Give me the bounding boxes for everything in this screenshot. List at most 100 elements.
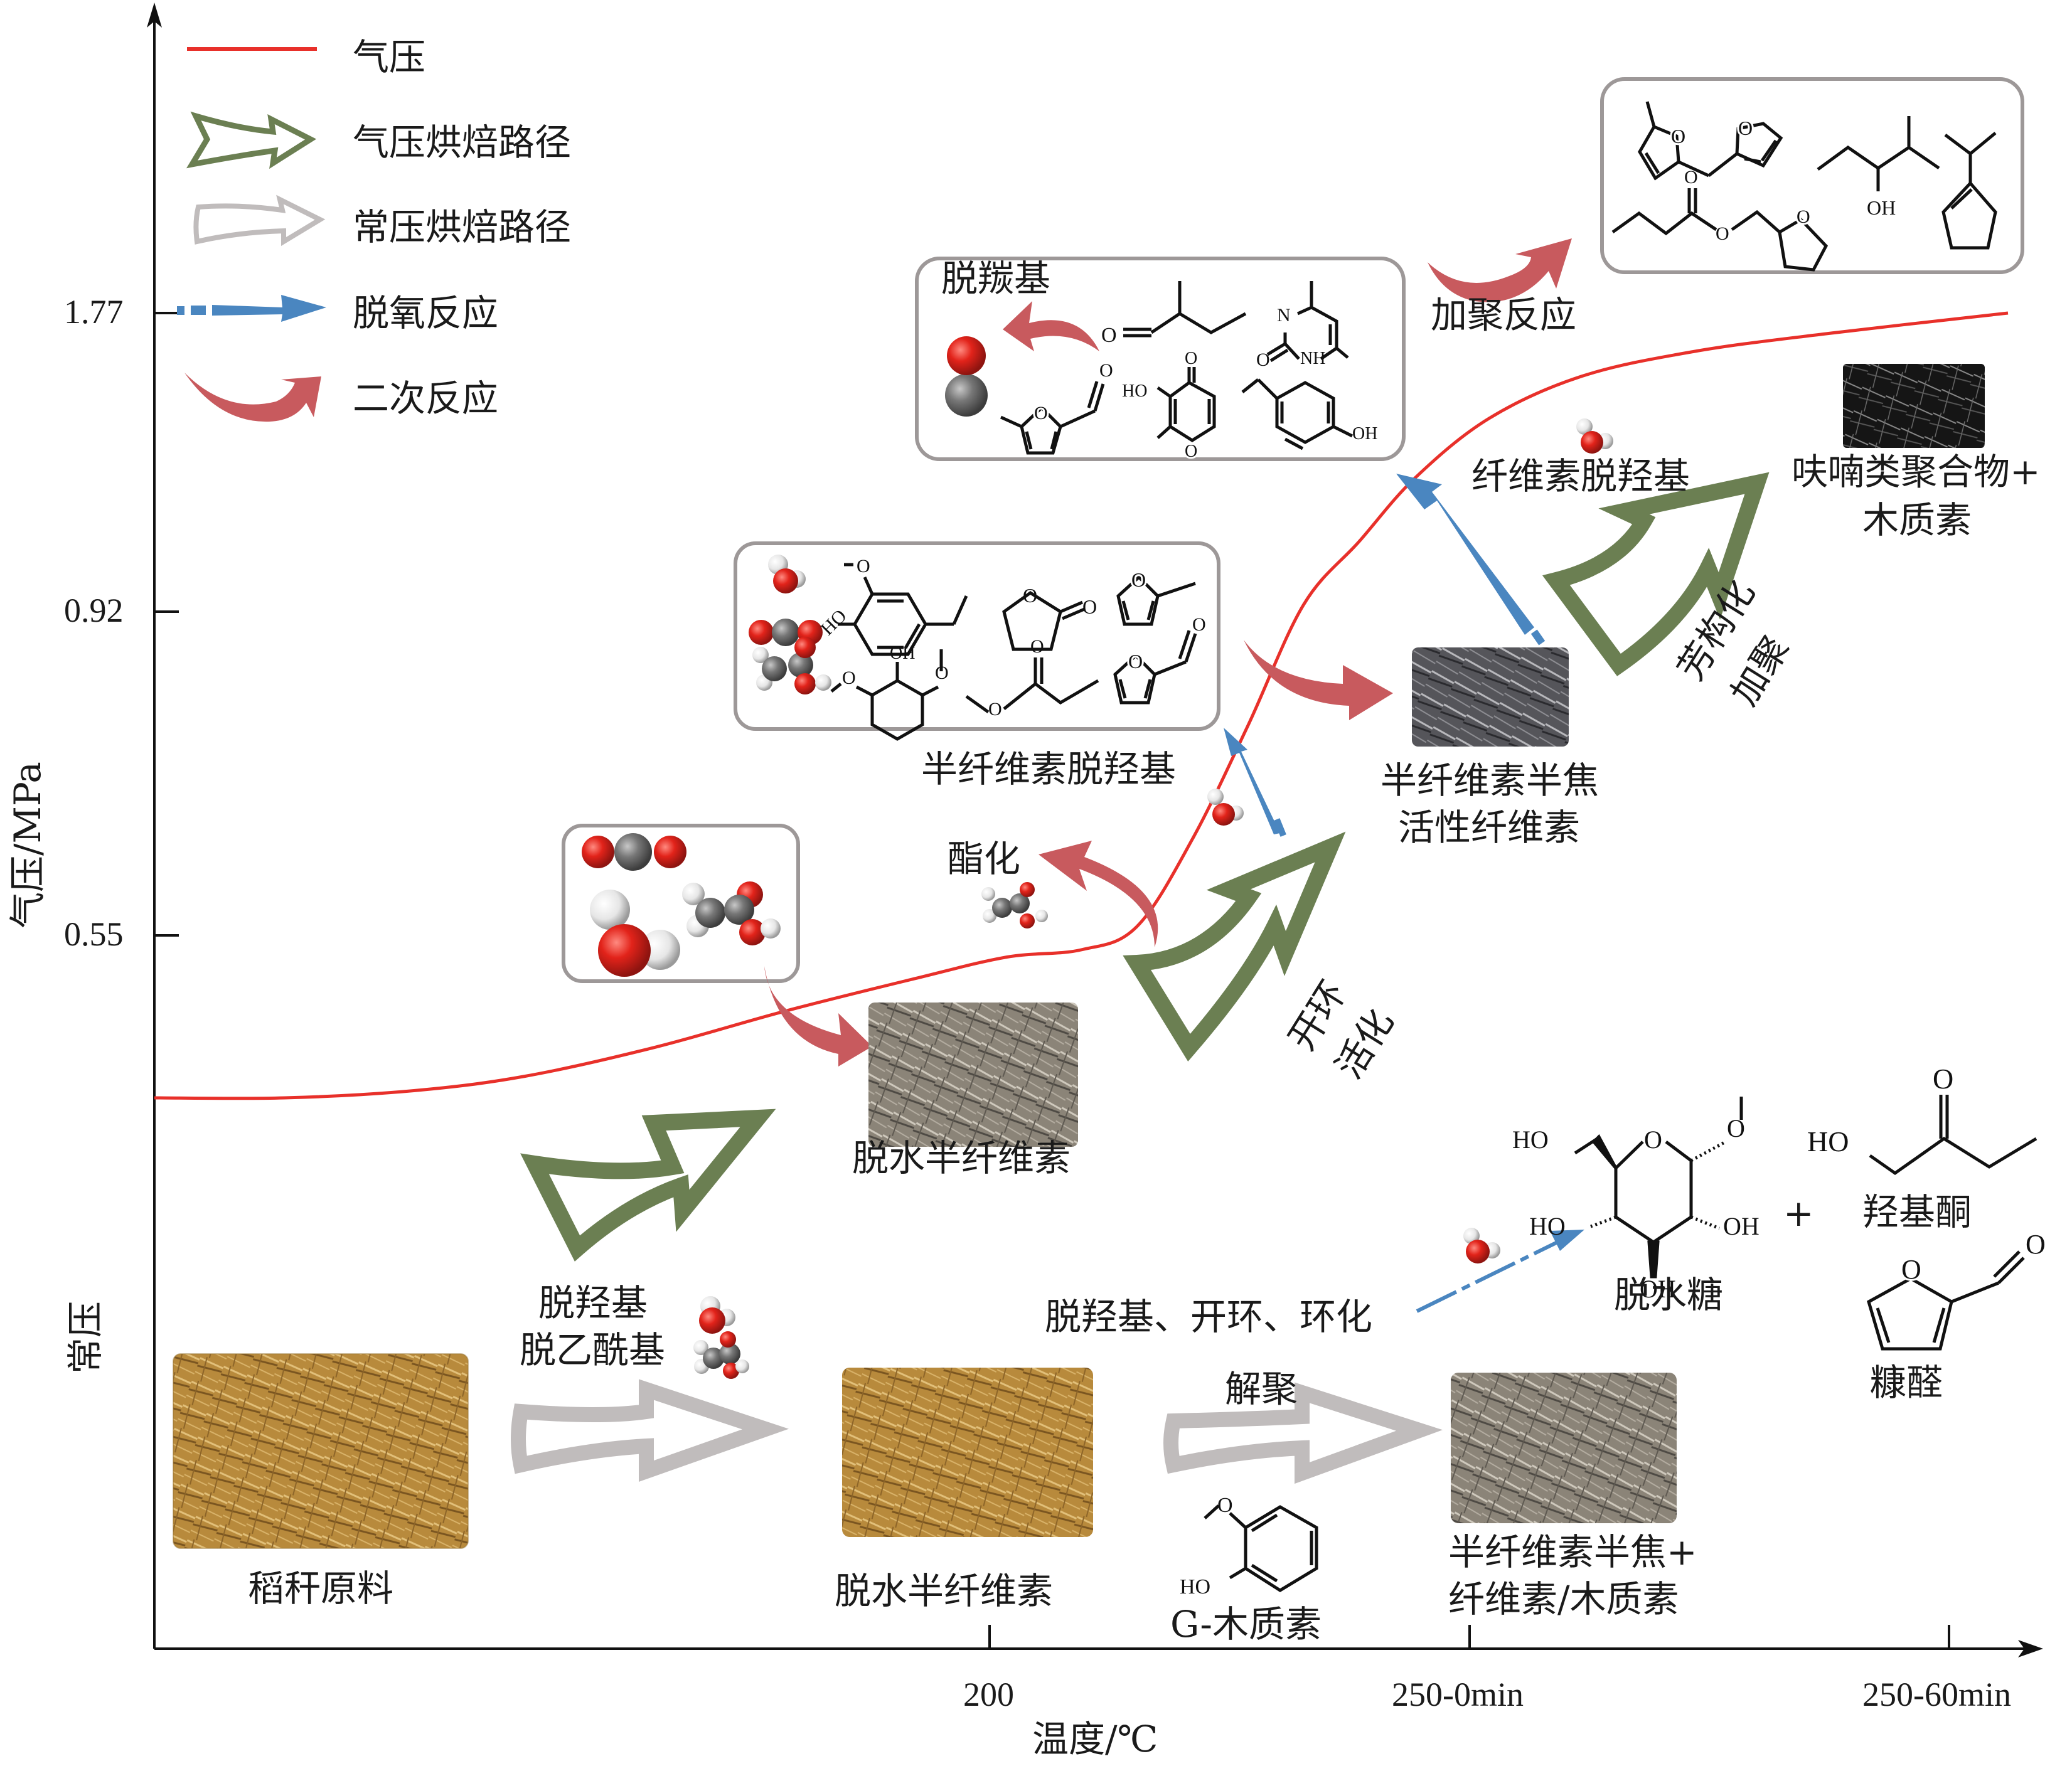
svg-text:O: O [1099,360,1113,381]
atmospheric-path-arrow-2 [1163,1382,1443,1484]
label-dehydroxyl-ring-opening-cyclization: 脱羟基、开环、环化 [1045,1295,1373,1338]
y-tick-label-092: 0.92 [64,592,124,629]
svg-text:OH: OH [1723,1212,1760,1240]
dehydrated-hemicellulose-bale-bottom-image [842,1368,1093,1537]
svg-text:OH: OH [1867,196,1896,219]
x-axis-title: 温度/℃ [1032,1718,1158,1760]
svg-text:O: O [1185,442,1197,461]
svg-text:HO: HO [1512,1125,1549,1154]
polymerization-products-box: O O OH O O O [1600,77,2024,274]
deoxygenation-arrow-1 [1224,728,1286,837]
isopropylcyclopentene-structure [1941,132,1997,250]
legend-label-pressure: 气压 [353,36,426,78]
guaiacol-structure: O HO [1180,1494,1318,1598]
pyrimidinone-structure: N NH O [1256,281,1349,370]
water-molecule-icon-2 [1207,789,1244,826]
label-polymerization-reaction: 加聚反应 [1431,294,1577,336]
svg-text:O: O [1738,117,1753,139]
svg-text:O: O [1933,1063,1953,1095]
anhydro-sugar-structure: O O HO HO OH OH [1512,1097,1760,1303]
svg-text:HO: HO [1807,1125,1849,1157]
deoxygenation-arrow-3 [1416,1230,1584,1313]
esterification-curved-arrow [1039,841,1158,947]
y-axis-title: 气压/MPa [6,762,49,928]
svg-text:O: O [2026,1229,2046,1260]
y-axis [147,3,179,1649]
decarbonylation-box: O N NH O O O [915,257,1406,463]
label-anhydro-sugar: 脱水糖 [1614,1274,1724,1316]
polymerization-curved-arrow [1428,238,1572,302]
svg-text:O: O [857,556,870,577]
svg-text:O: O [1034,403,1048,423]
atmospheric-path-arrow-1 [511,1379,789,1482]
pressurized-path-arrow-3 [1542,472,1770,676]
svg-text:O: O [1185,349,1197,368]
x-tick-label-200: 200 [963,1676,1014,1713]
dehydrated-hemicellulose-bale-top-image [868,1003,1078,1147]
secondary-reaction-arrow-1 [764,966,872,1067]
difurylmethane-structure: O O [1638,101,1783,181]
hemicellulose-semichar-bale-bottom-image [1451,1373,1677,1523]
x-tick-label-250-0min: 250-0min [1392,1676,1524,1713]
label-decarbonylation: 脱羰基 [941,257,1051,300]
label-g-lignin: G-木质素 [1170,1603,1322,1646]
methylbutanal-structure: O [1101,281,1247,347]
y-tick-label-055: 0.55 [64,915,124,953]
decarbonylation-curved-arrow [1003,301,1099,351]
svg-text:O: O [988,699,1002,720]
svg-text:O: O [842,668,856,688]
acetic-acid-molecule-icon [682,881,781,945]
svg-text:HO: HO [1529,1212,1566,1240]
legend-label-atmospheric-path: 常压烘焙路径 [353,206,572,248]
water-molecule-icon-3 [1576,418,1613,454]
svg-text:O: O [1797,206,1810,227]
svg-text:O: O [1671,125,1685,147]
hydroxy-ketone-structure: O HO [1807,1063,2037,1176]
label-depolymerization: 解聚 [1225,1368,1298,1410]
label-cellulose-dehydroxylation: 纤维素脱羟基 [1471,455,1690,497]
y-tick-label-177: 1.77 [64,293,124,331]
label-hemi-semichar-cellulose-1: 半纤维素半焦+ [1448,1531,1697,1573]
svg-text:O: O [1256,349,1270,370]
label-straw-raw: 稻秆原料 [248,1567,394,1610]
straw-raw-bale-image [173,1353,469,1549]
svg-text:HO: HO [1122,381,1147,401]
legend-gray-hollow-arrow-icon [193,194,326,247]
svg-text:OH: OH [1640,1275,1676,1303]
label-furan-polymer-1: 呋喃类聚合物+ [1792,450,2041,493]
legend-red-curved-arrow-icon [184,373,321,422]
svg-text:O: O [1684,167,1698,188]
label-hemi-semichar-1: 半纤维素半焦 [1380,759,1599,802]
svg-text:HO: HO [1180,1575,1210,1598]
svg-text:O: O [1082,595,1097,618]
svg-text:O: O [1131,568,1146,591]
water-molecule-icon [768,555,806,593]
legend-label-pressurized-path: 气压烘焙路径 [353,121,572,164]
svg-text:OH: OH [1352,424,1377,444]
furan-polymer-lignin-bale-image [1843,364,1985,448]
svg-text:O: O [1727,1114,1745,1142]
svg-text:O: O [1716,223,1729,244]
tetrahydrofurfuryl-butyrate-structure: O O O [1611,167,1829,272]
syringol-structure: OH O O [830,644,949,741]
y-tick-label-atmospheric: 常压 [64,1301,107,1374]
svg-text:O: O [1101,324,1117,347]
butyrolactone-structure: O O [1002,584,1097,651]
legend-green-hollow-arrow-icon [186,111,317,169]
legend-blue-dashed-arrow-icon [177,295,326,322]
acetic-acid-molecule-icon [752,637,831,694]
methylfurfural-structure: O O [1000,360,1113,455]
deoxygenation-arrow-2 [1396,474,1546,646]
svg-text:O: O [1217,1494,1233,1517]
legend-label-secondary-reaction: 二次反应 [353,377,499,420]
water-molecule-icon-4 [1463,1228,1500,1263]
svg-text:O: O [935,662,949,683]
svg-text:OH: OH [890,644,915,663]
label-dehydrated-hemicellulose-bottom: 脱水半纤维素 [835,1570,1054,1612]
svg-text:O: O [1901,1254,1921,1285]
water-molecule-icon-1 [699,1296,735,1334]
methyl-propionate-structure: O O [965,636,1099,720]
hemicellulose-semichar-active-cellulose-bale-image [1412,647,1569,747]
